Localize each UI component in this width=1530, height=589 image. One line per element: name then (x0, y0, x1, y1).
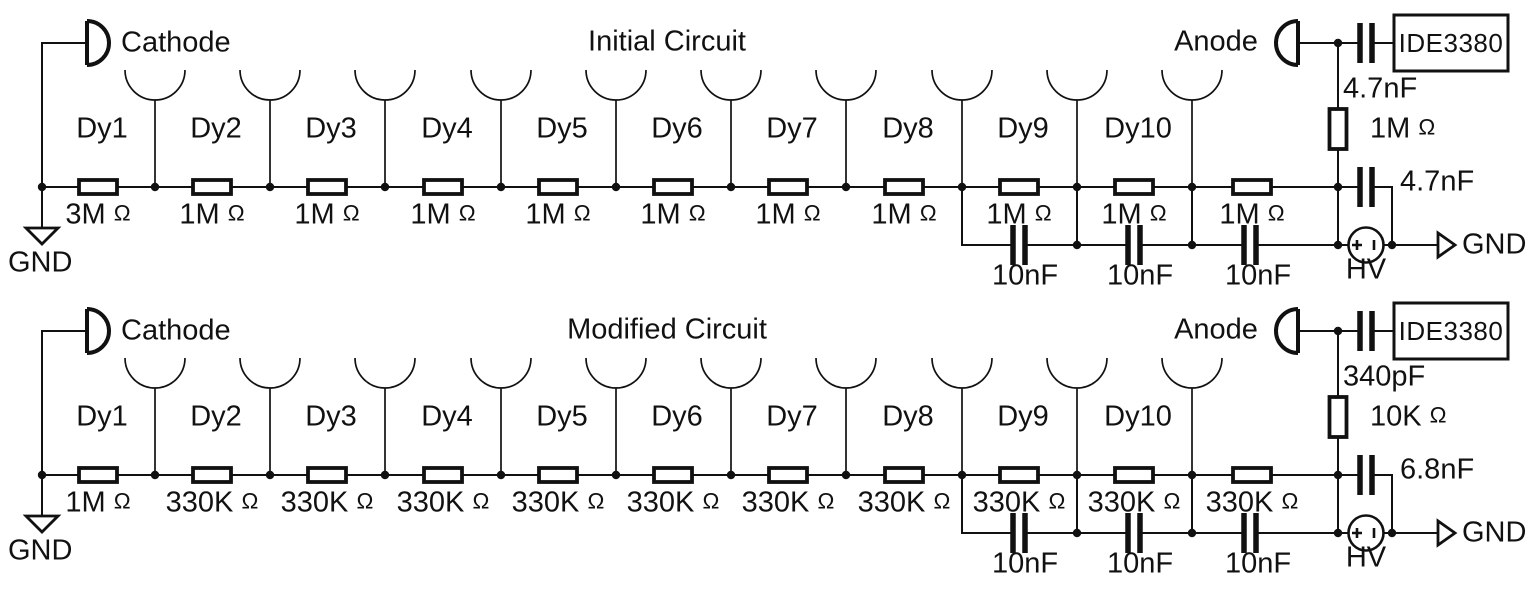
dynode-label: Dy2 (190, 112, 242, 145)
decoupling-cap-value: 10nF (1224, 259, 1292, 292)
decoupling-cap-value: 10nF (991, 547, 1059, 580)
dynode-label: Dy4 (421, 112, 473, 145)
resistor-value: 1M Ω (1219, 198, 1285, 231)
dynode-label: Dy3 (305, 400, 357, 433)
resistor-value: 330K Ω (280, 486, 374, 519)
dynode-label: Dy8 (882, 112, 934, 145)
resistor-value: 1M Ω (755, 198, 821, 231)
resistor-value: 330K Ω (1205, 486, 1299, 519)
readout-box-label: IDE3380 (1398, 316, 1504, 346)
resistor-value: 1M Ω (179, 198, 245, 231)
resistor-value: 1M Ω (525, 198, 591, 231)
hv-bypass-cap-value: 4.7nF (1400, 165, 1475, 198)
circuit-title: Modified Circuit (567, 313, 767, 346)
gnd-right-label: GND (1462, 516, 1527, 549)
dynode-label: Dy9 (997, 112, 1049, 145)
dynode-label: Dy10 (1104, 400, 1172, 433)
dynode-label: Dy3 (305, 112, 357, 145)
resistor-value: 330K Ω (741, 486, 835, 519)
hv-source-label: HV (1345, 541, 1387, 574)
resistor-value: 330K Ω (1087, 486, 1181, 519)
resistor-value: 330K Ω (857, 486, 951, 519)
resistor-value: 330K Ω (165, 486, 259, 519)
hv-source-label: HV (1345, 253, 1387, 286)
coupling-cap-value: 340pF (1343, 360, 1426, 393)
cathode-label: Cathode (121, 314, 231, 347)
dynode-label: Dy7 (766, 112, 818, 145)
decoupling-cap-value: 10nF (991, 259, 1059, 292)
circuit-title: Initial Circuit (588, 25, 746, 58)
resistor-value: 330K Ω (972, 486, 1066, 519)
dynode-label: Dy1 (76, 400, 128, 433)
dynode-label: Dy9 (997, 400, 1049, 433)
dynode-label: Dy7 (766, 400, 818, 433)
decoupling-cap-value: 10nF (1106, 259, 1174, 292)
resistor-value: 330K Ω (626, 486, 720, 519)
resistor-value: 3M Ω (65, 198, 131, 231)
dynode-label: Dy6 (651, 112, 703, 145)
resistor-value: 1M Ω (1101, 198, 1167, 231)
resistor-value: 330K Ω (396, 486, 490, 519)
anode-label: Anode (1174, 25, 1258, 58)
decoupling-cap-value: 10nF (1224, 547, 1292, 580)
resistor-value: 1M Ω (986, 198, 1052, 231)
resistor-value: 1M Ω (871, 198, 937, 231)
gnd-left-label: GND (8, 246, 73, 279)
coupling-cap-value: 4.7nF (1343, 72, 1418, 105)
resistor-value: 1M Ω (294, 198, 360, 231)
gnd-left-label: GND (8, 534, 73, 567)
dynode-label: Dy5 (536, 112, 588, 145)
resistor-value: 1M Ω (410, 198, 476, 231)
anode-resistor-value: 1M Ω (1370, 112, 1436, 145)
cathode-label: Cathode (121, 26, 231, 59)
decoupling-cap-value: 10nF (1106, 547, 1174, 580)
dynode-label: Dy4 (421, 400, 473, 433)
gnd-right-label: GND (1462, 228, 1527, 261)
dynode-label: Dy8 (882, 400, 934, 433)
dynode-label: Dy2 (190, 400, 242, 433)
dynode-label: Dy6 (651, 400, 703, 433)
resistor-value: 1M Ω (65, 486, 131, 519)
dynode-label: Dy1 (76, 112, 128, 145)
resistor-value: 330K Ω (511, 486, 605, 519)
resistor-value: 1M Ω (640, 198, 706, 231)
anode-resistor-value: 10K Ω (1370, 400, 1447, 433)
dynode-label: Dy5 (536, 400, 588, 433)
anode-label: Anode (1174, 313, 1258, 346)
dynode-label: Dy10 (1104, 112, 1172, 145)
readout-box-label: IDE3380 (1398, 28, 1504, 58)
hv-bypass-cap-value: 6.8nF (1400, 453, 1475, 486)
